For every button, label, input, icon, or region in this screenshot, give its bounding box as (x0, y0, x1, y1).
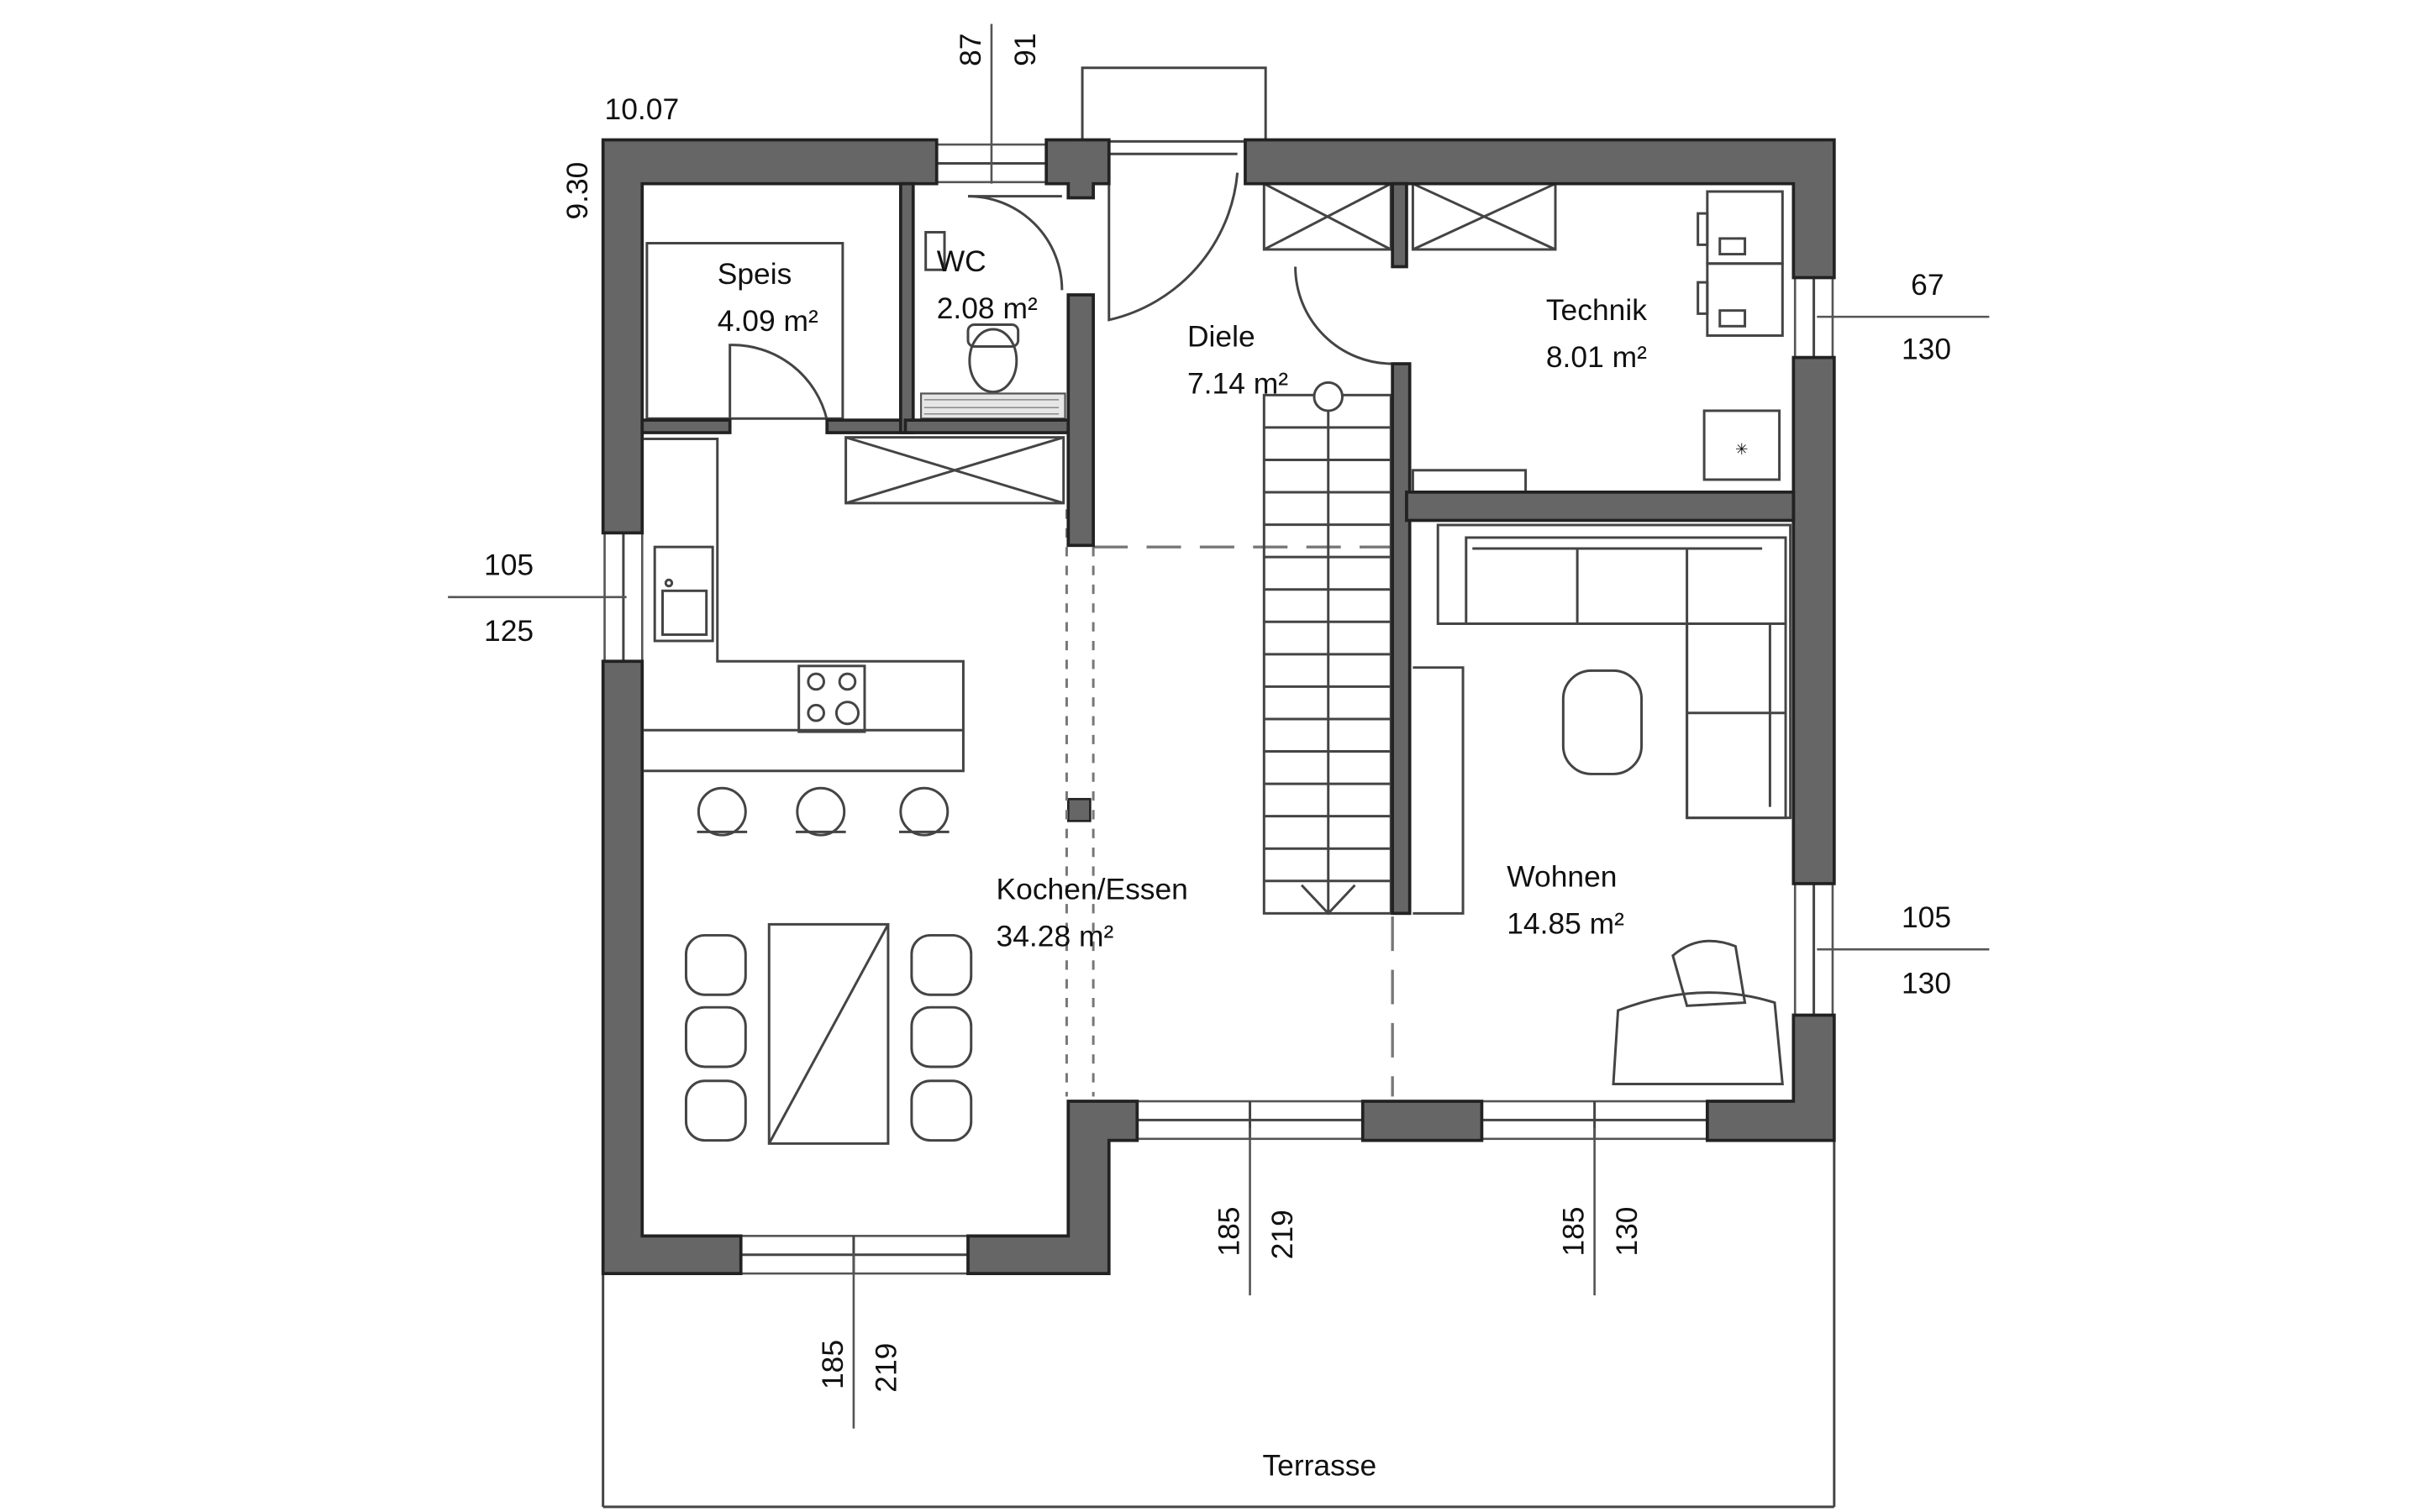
room-name-diele: Diele (1187, 320, 1255, 354)
svg-text:✳: ✳ (1735, 440, 1749, 458)
entrance-door (1107, 152, 1239, 322)
dim-technik-right-2: 130 (1902, 332, 1951, 365)
room-name-speis: Speis (718, 257, 792, 291)
speis-shelf (645, 242, 844, 420)
overall-depth: 9.30 (560, 162, 594, 220)
room-name-technik: Technik (1546, 293, 1647, 327)
walls (601, 138, 1836, 1275)
room-area-wohnen: 14.85 m² (1507, 907, 1624, 941)
room-name-kochen: Kochen/Essen (997, 873, 1188, 906)
bar-stools (697, 786, 950, 837)
staircase (1262, 381, 1392, 916)
dim-kitchen-left-1: 105 (484, 549, 534, 582)
room-area-kochen: 34.28 m² (997, 919, 1114, 953)
room-name-wohnen: Wohnen (1507, 860, 1617, 894)
dining-table (684, 922, 973, 1145)
kitchen-counter (644, 438, 965, 773)
technik-door (1294, 266, 1393, 365)
dim-kitchen-bottom-2: 219 (869, 1343, 902, 1393)
dim-wc-top-1: 87 (954, 33, 987, 66)
speis-door (729, 344, 829, 421)
room-area-speis: 4.09 m² (718, 304, 818, 338)
dim-living-right-2: 130 (1902, 966, 1951, 1000)
entrance-canopy (1081, 66, 1267, 143)
technik-cabinet (1411, 182, 1557, 251)
dim-living-bottom-2: 130 (1610, 1206, 1644, 1256)
room-name-wc: WC (937, 244, 986, 278)
technik-devices: ✳ (1411, 190, 1784, 494)
dim-kitchen-left-2: 125 (484, 614, 534, 648)
dimension-lines (448, 24, 1990, 1429)
column (1066, 797, 1092, 822)
diele-wardrobe (1262, 182, 1392, 251)
room-area-diele: 7.14 m² (1187, 366, 1288, 400)
dim-wc-top-2: 91 (1008, 33, 1042, 66)
kitchen-upper-cabinet (844, 436, 1065, 505)
terrace-label: Terrasse (1262, 1449, 1376, 1483)
dim-living-bottom-1: 185 (1557, 1206, 1591, 1256)
dim-technik-right-1: 67 (1911, 268, 1944, 302)
dim-living-right-1: 105 (1902, 900, 1951, 934)
dim-diele-bottom-2: 219 (1265, 1210, 1299, 1259)
wc-fixtures (919, 195, 1066, 420)
dim-kitchen-bottom-1: 185 (816, 1340, 850, 1389)
room-area-wc: 2.08 m² (937, 291, 1038, 325)
living-furniture (1413, 523, 1792, 1086)
overall-width: 10.07 (605, 92, 680, 126)
terrace-outline (602, 1140, 1836, 1509)
zone-lines (1065, 509, 1394, 1097)
room-area-technik: 8.01 m² (1546, 340, 1647, 374)
dim-diele-bottom-1: 185 (1212, 1206, 1245, 1256)
